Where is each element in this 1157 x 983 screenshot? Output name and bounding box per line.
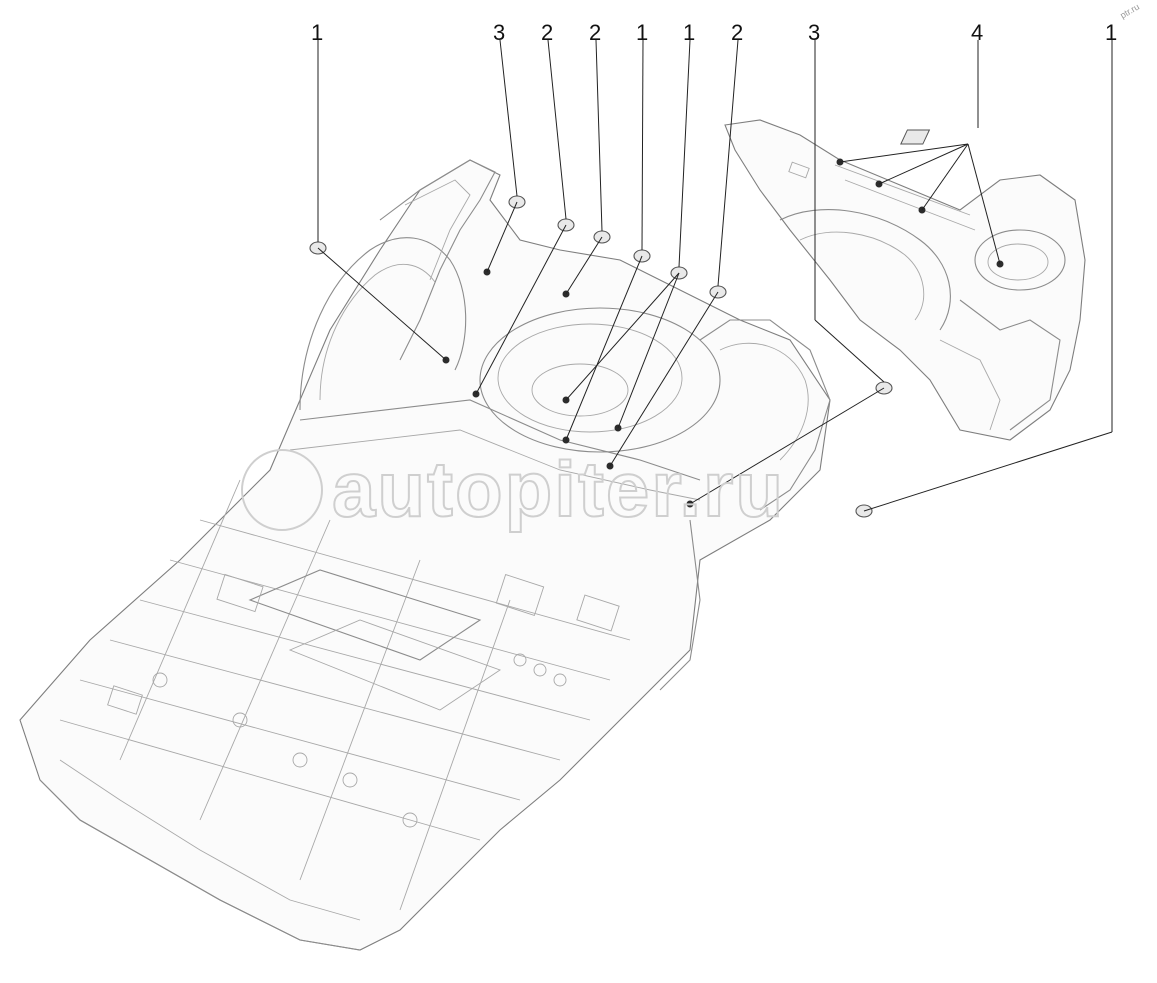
callout-number: 1 <box>1105 20 1117 45</box>
callout-number: 1 <box>636 20 648 45</box>
watermark-text: autopiter.ru <box>332 445 785 533</box>
sticker-marker <box>900 129 931 145</box>
watermark: autopiter.ru <box>241 444 785 534</box>
callout-number: 2 <box>541 20 553 45</box>
callout-number: 1 <box>311 20 323 45</box>
callout-labels: 1 3 2 2 1 1 2 3 4 1 <box>311 20 1117 45</box>
corner-mark: ptr.ru <box>1118 2 1141 21</box>
callout-number: 1 <box>683 20 695 45</box>
callout-number: 4 <box>971 20 983 45</box>
vehicle-underbody-drawing <box>19 159 831 951</box>
callout-number: 2 <box>731 20 743 45</box>
callout-number: 2 <box>589 20 601 45</box>
callout-number: 3 <box>808 20 820 45</box>
callout-number: 3 <box>493 20 505 45</box>
leader-lines <box>317 39 1113 512</box>
